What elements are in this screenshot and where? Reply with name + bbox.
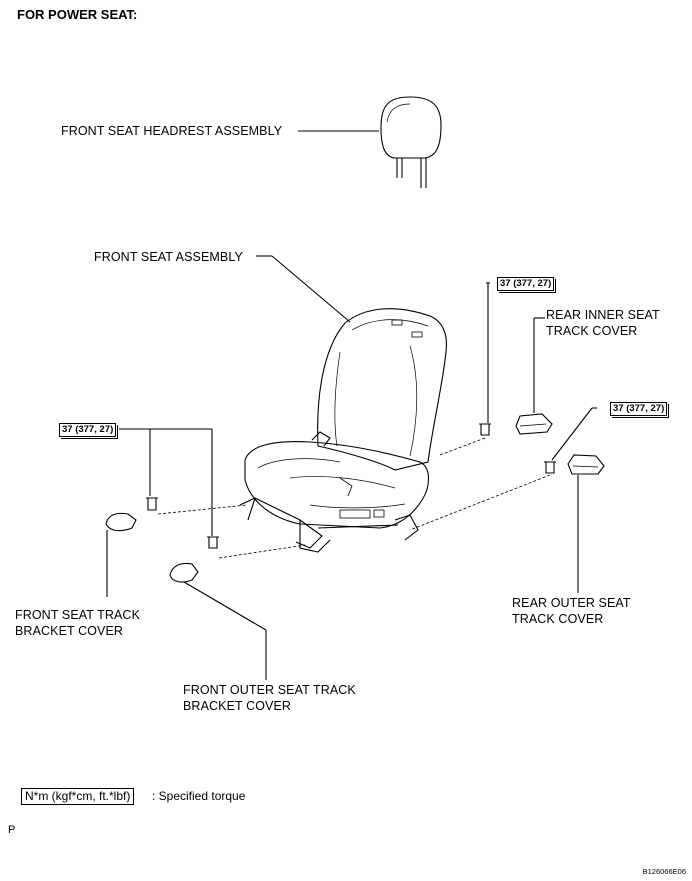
- rear-outer-cover-drawing: [567, 454, 605, 593]
- bolt-marks: [146, 423, 556, 549]
- front-outer-cover-drawing: [169, 562, 267, 680]
- label-headrest: FRONT SEAT HEADREST ASSEMBLY: [61, 124, 283, 138]
- torque-spec-top-right: 37 (377, 27): [497, 277, 557, 293]
- torque-leaders: [119, 282, 597, 536]
- label-front-outer-line2: BRACKET COVER: [183, 699, 292, 713]
- legend-unit-box: N*m (kgf*cm, ft.*lbf): [21, 788, 135, 805]
- torque-spec-right: 37 (377, 27): [610, 402, 670, 418]
- label-front-bracket-line2: BRACKET COVER: [15, 624, 124, 638]
- rear-inner-cover-drawing: [515, 317, 553, 435]
- label-front-outer-line1: FRONT OUTER SEAT TRACK: [183, 683, 356, 697]
- label-seat-assembly: FRONT SEAT ASSEMBLY: [94, 250, 243, 264]
- diagram-header: FOR POWER SEAT:: [17, 7, 138, 22]
- legend-text: : Specified torque: [152, 789, 246, 803]
- seat-leader-2: [271, 255, 351, 323]
- torque-spec-left: 37 (377, 27): [59, 423, 119, 439]
- label-rear-inner-line2: TRACK COVER: [546, 324, 638, 338]
- label-front-bracket-line1: FRONT SEAT TRACK: [15, 608, 141, 622]
- label-rear-outer-line1: REAR OUTER SEAT: [512, 596, 631, 610]
- figure-code: B126066E06: [642, 867, 686, 876]
- front-bracket-cover-drawing: [105, 512, 137, 597]
- seat-drawing: [239, 308, 448, 553]
- label-rear-outer-line2: TRACK COVER: [512, 612, 604, 626]
- page-mark: P: [8, 824, 16, 836]
- install-guides: [157, 437, 551, 559]
- label-rear-inner-line1: REAR INNER SEAT: [546, 308, 660, 322]
- headrest-drawing: [380, 96, 442, 188]
